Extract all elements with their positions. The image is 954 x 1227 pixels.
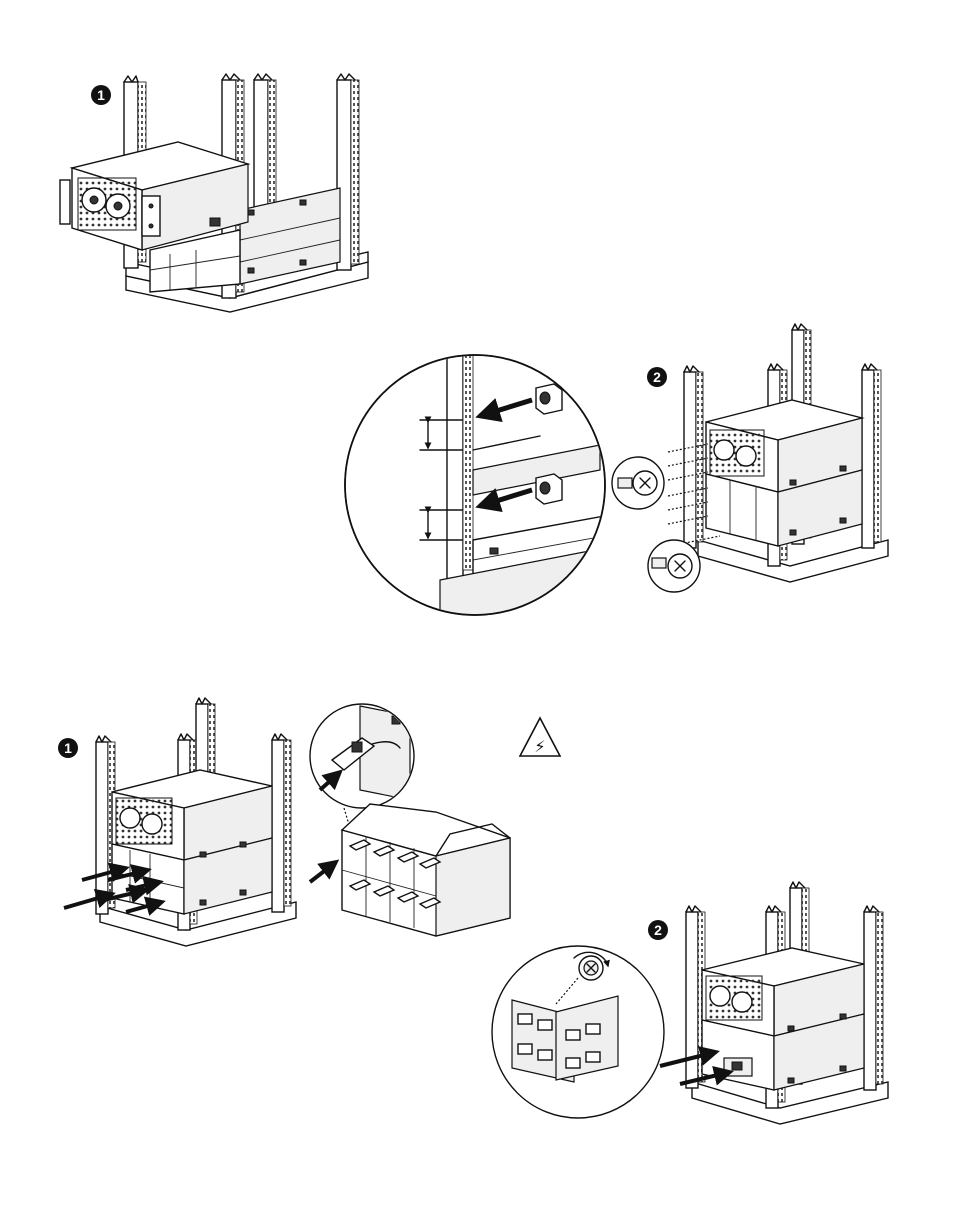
- warning-triangle-icon: ⚡: [520, 718, 560, 756]
- screw-icon: [612, 457, 664, 509]
- step-badge-bottom-1: 1: [58, 738, 78, 758]
- bottom-step2-figure: 2: [492, 882, 888, 1124]
- ups-chassis-icon: [702, 948, 864, 1090]
- battery-module-figure: [310, 704, 510, 936]
- rack-base: [698, 540, 888, 582]
- bottom-step1-figure: 1: [58, 698, 296, 946]
- screw-icon: [648, 540, 700, 592]
- step-badge-top-1: 1: [91, 85, 111, 105]
- step-number: 2: [653, 369, 661, 385]
- thumbscrew-zoom: [492, 946, 664, 1118]
- rail-closeup: [447, 330, 463, 580]
- step-number: 1: [97, 87, 105, 103]
- step-badge-top-2: 2: [647, 367, 667, 387]
- insert-arrow-icon: [310, 862, 336, 882]
- step-badge-bottom-2: 2: [648, 920, 668, 940]
- step-number: 1: [64, 740, 72, 756]
- ups-chassis-icon: [706, 400, 862, 546]
- top-step1-figure: 1: [60, 74, 368, 312]
- top-step2-figure: 2: [612, 324, 888, 592]
- step-number: 2: [654, 922, 662, 938]
- cage-nut-zoom-figure: [345, 330, 620, 640]
- battery-module-icon: [342, 804, 510, 936]
- warning-symbol: ⚡: [534, 737, 545, 756]
- rack-base: [692, 1082, 888, 1124]
